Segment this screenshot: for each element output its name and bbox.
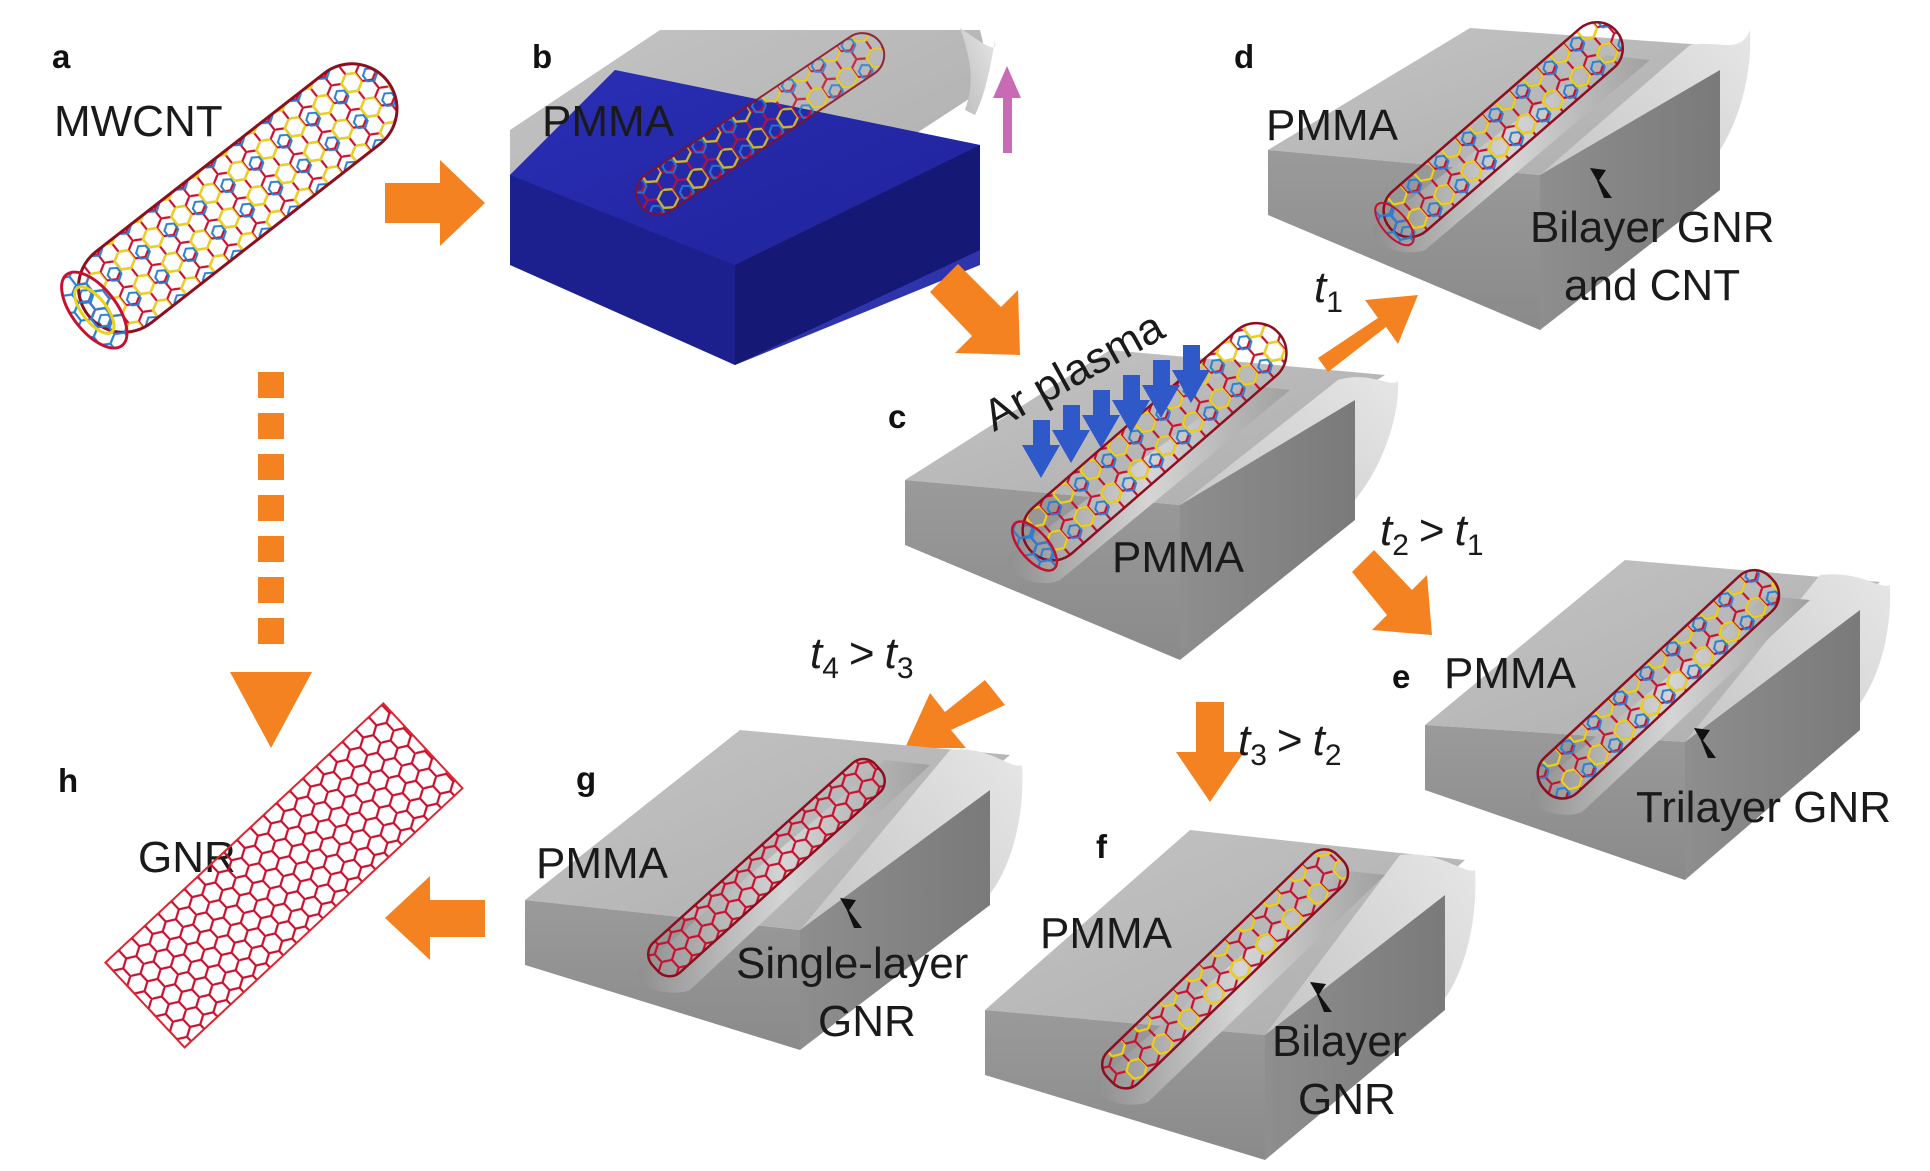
pmma-label-c: PMMA [1112,533,1245,582]
embedded-mwcnt [635,32,886,216]
panel-d: d PMMA Bilayer GNR and CNT [1234,20,1775,330]
pointer-arrow-e [1694,728,1716,758]
bilayer-gnr-and-cnt [1374,20,1625,247]
panel-letter-f: f [1096,828,1108,865]
panel-letter-g: g [576,760,596,797]
mwcnt-tube [60,62,399,350]
pmma-label-b: PMMA [542,97,675,146]
time-t3: t3>t2 [1238,716,1342,772]
time-t4: t4>t3 [810,629,914,685]
panel-letter-a: a [52,38,71,75]
panel-b: b PMMA [510,28,1021,365]
time-t1: t1 [1314,263,1343,319]
result-label-f-line1: Bilayer [1272,1017,1407,1066]
pointer-arrow-d [1590,168,1612,198]
bilayer-gnr-f [1100,848,1350,1090]
pmma-label-e: PMMA [1444,649,1577,698]
pmma-label-f: PMMA [1040,909,1173,958]
panel-c: c Ar plasma PMMA [888,302,1399,660]
result-label-d-line2: and CNT [1564,261,1740,310]
result-label-f-line2: GNR [1298,1075,1396,1124]
dashed-arrow-a-to-h [230,372,312,748]
trilayer-gnr [1536,568,1781,800]
panel-a: a MWCNT [52,38,399,350]
pmma-label-g: PMMA [536,839,669,888]
pointer-arrow-g [840,898,862,928]
time-t2: t2>t1 [1380,506,1484,562]
pointer-arrow-f [1310,982,1332,1012]
single-layer-gnr-g [646,757,886,978]
result-label-d-line1: Bilayer GNR [1530,203,1775,252]
arrow-c-to-f: t3>t2 [1176,702,1342,802]
panel-g: g PMMA Single-layer GNR [525,730,1023,1050]
arrow-c-to-g: t4>t3 [810,629,1005,748]
result-label-g-line2: GNR [818,997,916,1046]
arrow-c-to-e: t2>t1 [1352,506,1484,635]
ar-plasma-arrows [1022,345,1210,478]
panel-h: h GNR [58,702,464,1049]
panel-e: e PMMA Trilayer GNR [1392,560,1891,880]
result-label-e: Trilayer GNR [1636,783,1891,832]
arrow-c-to-d: t1 [1314,263,1418,372]
panel-f: f PMMA Bilayer GNR [985,828,1476,1160]
mwcnt-label: MWCNT [54,97,223,146]
peel-up-arrow [993,66,1021,153]
panel-letter-h: h [58,762,78,799]
arrow-g-to-h [385,876,485,960]
arrow-a-to-b [385,160,485,246]
pmma-label-d: PMMA [1266,101,1399,150]
gnr-ribbon [104,702,464,1049]
panel-letter-d: d [1234,38,1254,75]
panel-letter-b: b [532,38,552,75]
panel-letter-e: e [1392,658,1410,695]
arrow-b-to-c [930,264,1020,355]
panel-letter-c: c [888,398,906,435]
result-label-g-line1: Single-layer [736,939,968,988]
